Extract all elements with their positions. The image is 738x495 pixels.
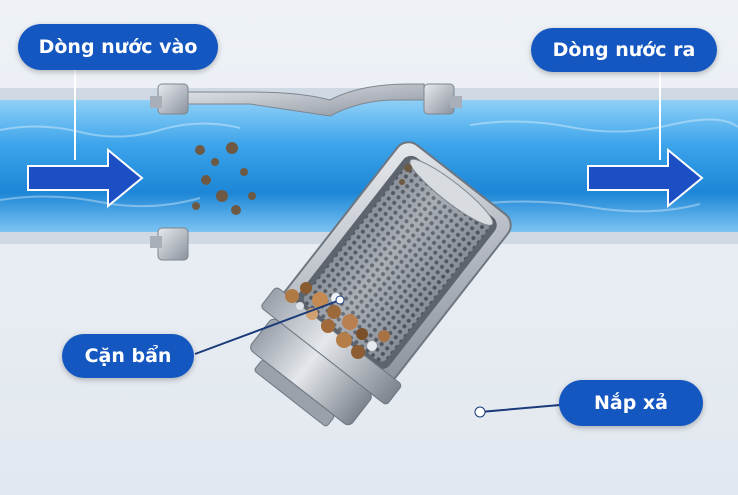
valve-body-top <box>187 83 425 117</box>
inlet-arrow-icon <box>27 147 144 209</box>
strainer-housing <box>250 141 512 427</box>
water-ripples <box>0 118 738 213</box>
drain-cap-label: Nắp xả <box>559 380 703 426</box>
outlet-arrow-icon <box>587 147 704 209</box>
cap-leader-line <box>479 404 561 413</box>
floating-debris <box>192 142 412 215</box>
sediment-particles <box>285 282 390 359</box>
sediment-label: Cặn bẩn <box>62 334 194 378</box>
left-flange <box>150 83 189 261</box>
sediment-leader-line <box>194 299 341 355</box>
outlet-label: Dòng nước ra <box>531 28 717 72</box>
inlet-label: Dòng nước vào <box>18 24 218 70</box>
